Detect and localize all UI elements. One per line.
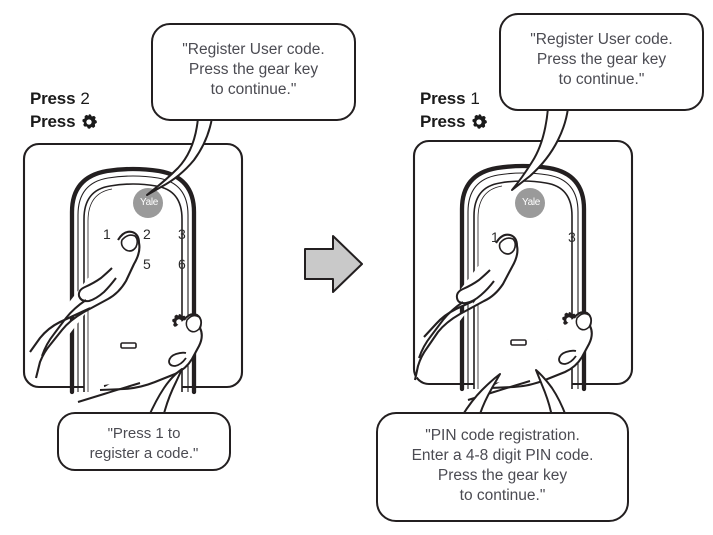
bubble-top-right — [499, 13, 704, 191]
indicator-dash-right-1 — [510, 339, 527, 346]
press-value-left-1: 2 — [80, 89, 90, 108]
thumb-crease-right — [418, 301, 464, 359]
yale-logo-badge — [133, 188, 163, 218]
device-right — [412, 139, 634, 401]
press-value-right-1: 1 — [470, 89, 480, 108]
hand-pressing-gear — [77, 313, 203, 403]
lock-keypad-face — [83, 183, 183, 392]
bubble-tail-bottom-right-b — [535, 369, 567, 419]
middle-finger-outline — [77, 267, 117, 303]
key-1-right[interactable]: 1 — [491, 229, 500, 245]
wrist-line-lower-right — [467, 380, 531, 401]
arrow-right-icon — [304, 235, 363, 293]
lock-frame-highlight — [77, 175, 189, 392]
key-2-left[interactable]: 2 — [143, 226, 152, 242]
gear-hand-back — [99, 327, 203, 392]
yale-badge-label-left: Yale — [139, 197, 159, 208]
press-label-line-2-left: Press — [30, 112, 76, 131]
bubble-body-top-left — [151, 23, 356, 121]
key-3-right[interactable]: 3 — [568, 229, 577, 245]
press-word-right-1: Press — [420, 89, 466, 108]
key-3-left[interactable]: 3 — [178, 226, 187, 242]
press-label-gear-icon-right — [472, 114, 487, 129]
bubble-body-bottom-right — [376, 412, 629, 522]
gear-hand-back-right — [489, 325, 593, 390]
lock-face-edge-line — [87, 188, 113, 392]
lock-frame-outer-right — [459, 163, 587, 392]
bubble-bottom-left — [57, 368, 231, 471]
press-word-right-2: Press — [420, 112, 466, 131]
press-label-gear-icon-left — [82, 114, 97, 129]
step-transition-arrow — [304, 235, 363, 293]
key-6-left[interactable]: 6 — [178, 256, 187, 272]
indicator-dash-1 — [120, 342, 137, 349]
yale-badge-label-right: Yale — [521, 197, 541, 208]
middle-finger-outline-right — [455, 269, 495, 305]
fingernail-right — [498, 237, 517, 255]
device-left — [22, 142, 244, 403]
yale-logo-badge-right — [515, 188, 545, 218]
bubble-tail-bottom-right-a — [461, 373, 501, 420]
press-word-left-1: Press — [30, 89, 76, 108]
bubble-body-bottom-left — [57, 412, 231, 471]
bubble-body-top-right — [499, 13, 704, 111]
wrist-line-lower — [77, 382, 141, 403]
thumb-crease — [41, 299, 87, 357]
gear-fingernail — [185, 314, 202, 333]
lock-frame-highlight-right — [467, 172, 579, 389]
bubble-tail-top-right — [511, 107, 569, 191]
lock-face-edge-line-right — [477, 185, 503, 389]
hand-pressing-keypad — [29, 230, 141, 379]
bubble-bottom-right — [376, 369, 629, 522]
key-5-left[interactable]: 5 — [143, 256, 152, 272]
bubble-tail-top-left — [146, 117, 213, 196]
fingernail — [120, 234, 139, 252]
gear-fingernail-right — [575, 312, 592, 331]
hand-pressing-gear-right — [467, 311, 593, 401]
bubble-top-left — [146, 23, 356, 196]
key-1-left[interactable]: 1 — [103, 226, 112, 242]
lock-frame-outer — [69, 166, 197, 395]
gear-knuckle — [168, 351, 187, 367]
press-label-line-2-right: Press — [420, 112, 466, 131]
hand-pressing-keypad-right — [413, 233, 519, 381]
gear-knuckle-right — [558, 349, 577, 365]
bubble-tail-bottom-left — [147, 368, 183, 421]
press-word-left-2: Press — [30, 112, 76, 131]
